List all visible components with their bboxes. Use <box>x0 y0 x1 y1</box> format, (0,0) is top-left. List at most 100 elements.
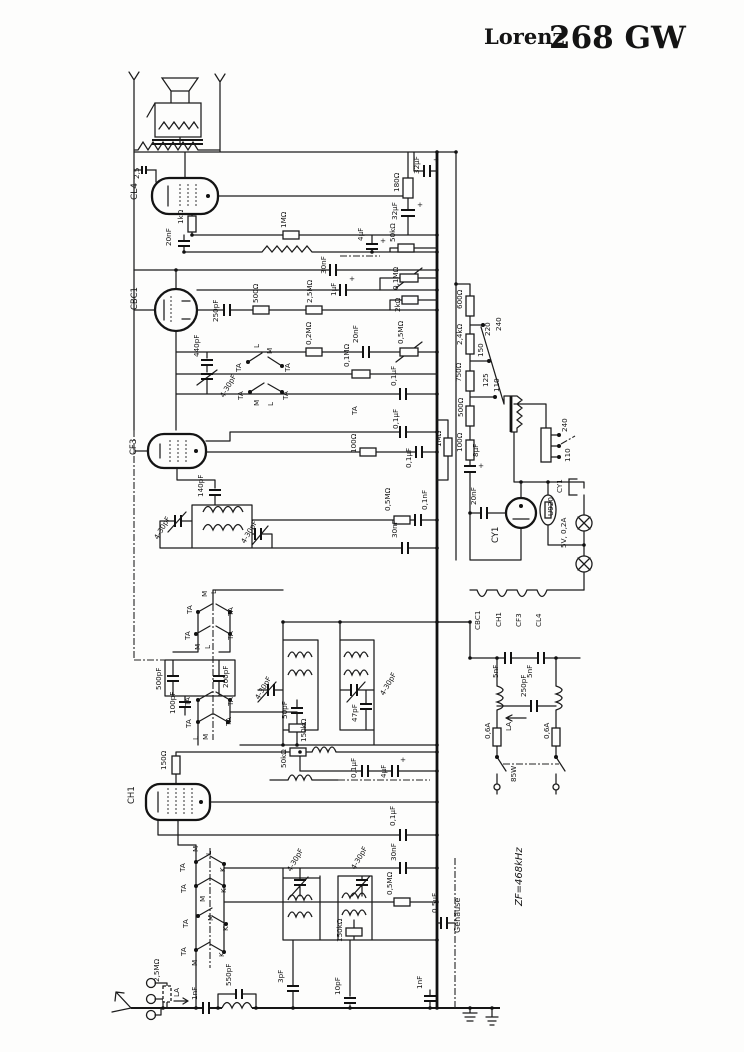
component-label: 0,1μF <box>388 806 397 826</box>
component-label: 4μF <box>379 765 388 778</box>
component-label: 50kΩ <box>279 749 288 768</box>
component-label: 750Ω <box>454 362 463 382</box>
component-label: 240 <box>494 317 503 331</box>
antenna-socket-3 <box>145 1009 157 1021</box>
component-label: L <box>266 402 275 406</box>
component-label: 20nF <box>164 228 173 246</box>
component-label: 5V, 0,2A <box>559 518 568 548</box>
heater-label-cbc1: CBC1 <box>473 611 482 630</box>
component-label: 2,5 <box>132 168 141 179</box>
component-label: CY1 <box>555 479 564 493</box>
component-label: 32μF <box>412 156 421 174</box>
pilot-lamp-1 <box>575 514 593 532</box>
component-label: 150 <box>476 343 485 357</box>
component-label: TA <box>350 406 359 416</box>
component-label: Gehäuse <box>453 898 462 933</box>
component-label: 0,5MΩ <box>385 871 394 895</box>
tube-label-cbc1: CBC1 <box>130 287 140 310</box>
component-label: TA <box>183 697 192 707</box>
component-label: 500Ω <box>456 397 465 417</box>
component-label: 47pF <box>350 704 359 722</box>
component-label: K <box>219 888 228 893</box>
component-label: 600Ω <box>455 289 464 309</box>
heater-label-ch1: CH1 <box>494 612 503 627</box>
component-label: 1nF <box>190 987 199 1000</box>
component-label: 0,6A <box>542 723 551 739</box>
component-label: TA <box>185 605 194 615</box>
component-label: 125 <box>481 373 490 387</box>
component-label: 8μF <box>471 444 480 457</box>
component-label: 110 <box>563 448 572 462</box>
component-label: TA <box>178 863 187 873</box>
component-label: 0,1MΩ <box>391 266 400 290</box>
component-label: L <box>252 344 261 348</box>
urdox-u920-symbol <box>539 494 557 526</box>
component-label: TA <box>224 717 233 727</box>
component-label: 500pF <box>154 668 163 690</box>
component-label: 100Ω <box>349 433 358 453</box>
component-label: 180Ω <box>392 172 401 192</box>
component-label: 50pF <box>280 701 289 719</box>
component-label: 30nF <box>319 256 328 274</box>
component-label: 150Ω <box>159 750 168 770</box>
component-label: 0,1μF <box>349 758 358 778</box>
component-label: 1MΩ <box>279 211 288 228</box>
component-label: 140pF <box>196 475 205 497</box>
heater-label-cl4: CL4 <box>534 613 543 627</box>
mains-terminal-2 <box>552 783 560 791</box>
component-label: TA <box>283 363 292 373</box>
component-label: 1nF <box>415 976 424 989</box>
component-label: 0,1μF <box>389 366 398 386</box>
component-label: 30nF <box>389 843 398 861</box>
component-label: 550pF <box>224 964 233 986</box>
component-label: 100Ω <box>455 432 464 452</box>
component-label: 4-30pF <box>285 847 305 873</box>
component-label: 150kΩ <box>335 918 344 942</box>
component-label: L <box>204 851 213 855</box>
junction-dots <box>161 150 586 1010</box>
dashed-link-lines <box>133 255 576 1008</box>
component-label: 100pF <box>168 692 177 714</box>
component-label: 20nF <box>469 487 478 505</box>
component-label: 5nF <box>491 665 500 678</box>
component-label: 2,5MΩ <box>152 958 161 982</box>
component-label: 1μF <box>329 283 338 296</box>
heater-label-cf3: CF3 <box>514 613 523 627</box>
component-label: 220 <box>483 322 492 336</box>
component-label: TA <box>179 947 188 957</box>
component-label: 4-30pF <box>378 671 398 697</box>
tube-cf3-symbol <box>146 432 208 470</box>
component-label: M <box>200 591 209 597</box>
component-label: L <box>191 736 200 740</box>
component-label: + <box>400 755 406 764</box>
component-label: 440pF <box>192 335 201 357</box>
tube-label-cl4: CL4 <box>130 183 140 200</box>
component-label: + <box>433 155 439 164</box>
component-label: M <box>191 846 200 852</box>
component-label: TA <box>226 631 235 641</box>
component-label: TA <box>183 631 192 641</box>
component-labels: CL42,51kΩ20nF1MΩ32μF+180Ω32μF+4μF+50kΩ0,… <box>127 155 572 1000</box>
fuse-left <box>492 727 502 747</box>
component-label: 85W <box>509 766 518 782</box>
component-label: 150kΩ <box>299 718 308 742</box>
wires-rf-oscillator <box>111 589 499 1026</box>
component-label: 3pF <box>276 970 285 983</box>
antenna-socket-2 <box>145 993 157 1005</box>
component-label: 4-30pF <box>152 515 172 541</box>
tube-label-cy1: CY1 <box>491 527 501 543</box>
component-label: 240 <box>560 418 569 432</box>
component-label: M <box>252 400 261 406</box>
component-label: 4-30pF <box>239 519 259 545</box>
component-label: 10pF <box>333 977 342 995</box>
voltage-selector <box>540 427 552 463</box>
heater-chain <box>469 589 585 598</box>
component-label: M <box>193 644 202 650</box>
component-label: 0,1μF <box>391 409 400 429</box>
component-label: K <box>218 867 227 872</box>
component-label: 32μF <box>390 202 399 220</box>
component-label: 250pF <box>211 300 220 322</box>
component-label: 30nF <box>390 520 399 538</box>
component-label: M <box>206 915 215 921</box>
component-label: + <box>349 274 355 283</box>
